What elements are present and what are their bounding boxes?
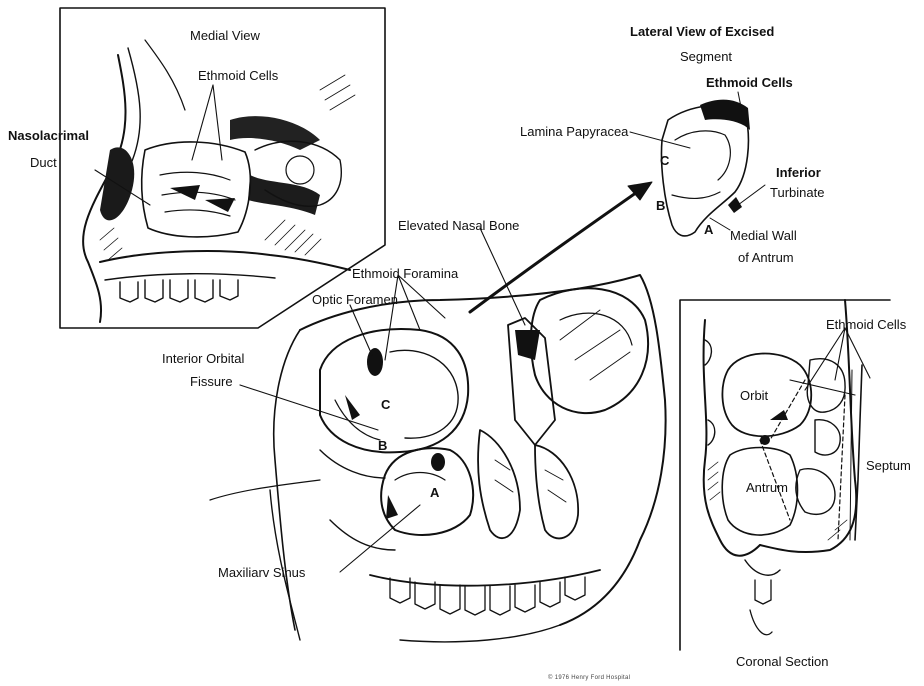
skull-letter-a: A [430, 485, 439, 500]
orbital-fissure-label-line1: Interior Orbital [162, 351, 244, 366]
of-antrum-label: of Antrum [738, 250, 794, 265]
coronal-section-panel [680, 300, 890, 650]
copyright-note: © 1976 Henry Ford Hospital [548, 675, 630, 681]
excised-title-line1: Lateral View of Excised [630, 24, 774, 39]
skull-letter-c: C [381, 397, 390, 412]
orbit-label: Orbit [740, 388, 768, 403]
septum-label: Septum [866, 458, 911, 473]
lamina-papyracea-label: Lamina Papyracea [520, 124, 628, 139]
maxillary-sinus-label: Maxiliarv Sinus [218, 565, 305, 580]
excised-letter-b: B [656, 198, 665, 213]
ethmoid-cells-label-coronal: Ethmoid Cells [826, 317, 906, 332]
nasolacrimal-label: Nasolacrimal [8, 128, 89, 143]
ethmoid-foramina-label: Ethmoid Foramina [352, 266, 458, 281]
duct-label: Duct [30, 155, 57, 170]
coronal-section-caption: Coronal Section [736, 654, 829, 669]
elevated-nasal-bone-label: Elevated Nasal Bone [398, 218, 519, 233]
antrum-label: Antrum [746, 480, 788, 495]
orbital-fissure-label-line2: Fissure [190, 374, 233, 389]
ethmoid-cells-label-excised: Ethmoid Cells [706, 75, 793, 90]
inferior-label: Inferior [776, 165, 821, 180]
turbinate-label: Turbinate [770, 185, 824, 200]
medial-wall-label: Medial Wall [730, 228, 797, 243]
excised-letter-c: C [660, 153, 669, 168]
excised-letter-a: A [704, 222, 713, 237]
medial-view-panel [60, 8, 385, 328]
medial-view-title: Medial View [190, 28, 260, 43]
skull-letter-b: B [378, 438, 387, 453]
excised-title-line2: Segment [680, 49, 732, 64]
ethmoid-cells-label-medial: Ethmoid Cells [198, 68, 278, 83]
optic-foramen-label: Optic Foramen [312, 292, 398, 307]
